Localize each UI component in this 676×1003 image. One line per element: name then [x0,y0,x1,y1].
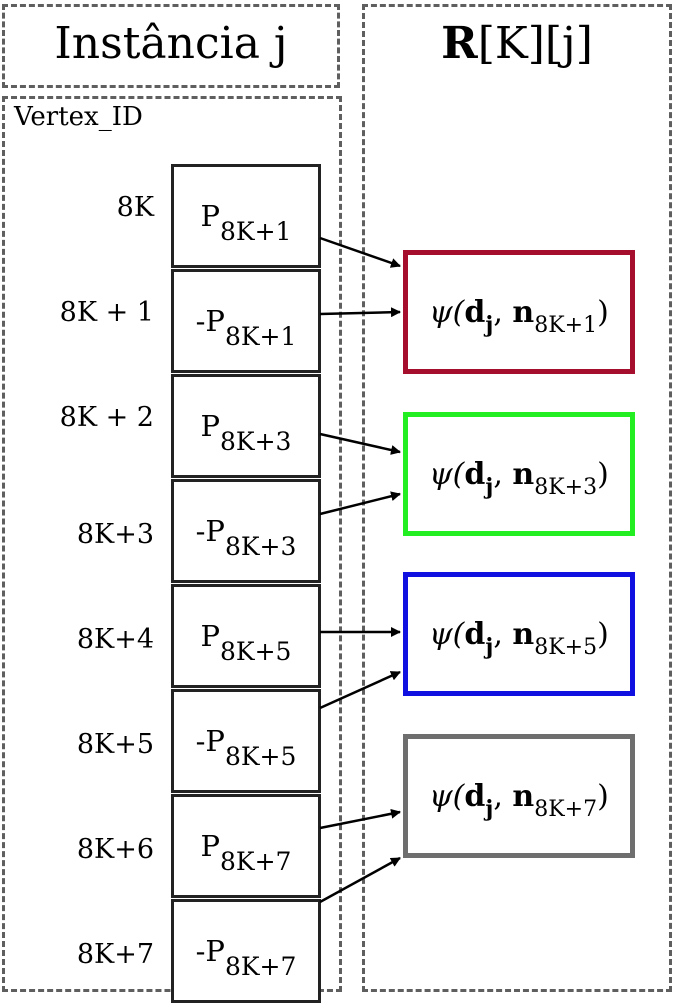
point-subscript: 8K+1 [224,322,297,351]
normal-subscript: 8K+3 [534,474,598,500]
vertex-index: 8K+6 [76,834,154,865]
point-box: P8K+7 [171,794,321,898]
formula-close: ) [597,616,609,652]
psi-box: ψ(dj, n8K+3) [403,412,635,536]
normal-subscript: 8K+5 [534,634,598,660]
point-symbol: P [200,829,221,863]
result-title: R[K][j] [362,18,672,69]
instance-title: Instância j [54,18,288,69]
point-subscript: 8K+5 [224,742,297,771]
point-box: -P8K+7 [171,899,321,1003]
result-title-bold: R [441,18,478,69]
vertex-index: 8K+7 [76,939,154,970]
connector-arrow [319,856,401,904]
psi-symbol: ψ( [429,294,465,330]
point-box: -P8K+5 [171,689,321,793]
point-label: -P8K+7 [195,934,297,981]
point-label: -P8K+3 [195,514,297,561]
point-box: -P8K+1 [171,269,321,373]
psi-box: ψ(dj, n8K+5) [403,572,635,696]
point-label: P8K+1 [200,199,292,246]
psi-symbol: ψ( [429,616,465,652]
normal-symbol: n [512,294,535,330]
point-symbol: P [200,619,221,653]
normal-symbol: n [512,616,535,652]
direction-subscript: j [485,795,494,822]
connector-arrow [319,670,401,710]
point-box: P8K+5 [171,584,321,688]
connector-arrow [319,808,401,830]
point-box: P8K+1 [171,164,321,268]
connector-arrow [319,432,401,455]
point-label: -P8K+5 [195,724,297,771]
point-symbol: P [200,199,221,233]
point-label: P8K+5 [200,619,292,666]
vertex-index: 8K+4 [76,624,154,655]
point-sign: - [195,514,206,548]
normal-subscript: 8K+7 [534,796,598,822]
point-symbol: P [200,409,221,443]
psi-box: ψ(dj, n8K+7) [403,734,635,858]
point-symbol: P [205,724,225,758]
direction-subscript: j [485,473,494,500]
vertex-id-label: Vertex_ID [14,102,143,132]
direction-subscript: j [485,633,494,660]
point-box: -P8K+3 [171,479,321,583]
psi-box: ψ(dj, n8K+1) [403,250,635,374]
psi-formula: ψ(dj, n8K+7) [429,778,609,822]
normal-symbol: n [512,456,535,492]
vertex-index: 8K + 2 [59,402,154,433]
direction-symbol: d [464,294,486,330]
formula-separator: , [493,778,513,814]
formula-separator: , [493,456,513,492]
point-symbol: P [205,514,225,548]
point-subscript: 8K+1 [220,217,292,246]
psi-formula: ψ(dj, n8K+5) [429,616,609,660]
vertex-index: 8K+5 [76,729,154,760]
point-label: P8K+7 [200,829,292,876]
point-subscript: 8K+3 [224,532,297,561]
connector-arrow [319,491,401,516]
point-label: -P8K+1 [195,304,297,351]
point-subscript: 8K+3 [220,427,292,456]
psi-symbol: ψ( [429,778,465,814]
point-subscript: 8K+7 [224,952,297,981]
point-sign: - [195,304,206,338]
formula-close: ) [597,456,609,492]
normal-symbol: n [512,778,535,814]
formula-close: ) [597,294,609,330]
result-title-rest: [K][j] [477,18,593,69]
direction-symbol: d [464,778,486,814]
point-subscript: 8K+5 [220,637,292,666]
point-symbol: P [205,934,225,968]
psi-formula: ψ(dj, n8K+1) [429,294,609,338]
formula-separator: , [493,294,513,330]
point-sign: - [195,724,206,758]
normal-subscript: 8K+1 [534,312,598,338]
vertex-index: 8K [116,192,154,223]
instance-title-frame [2,4,340,88]
direction-subscript: j [485,311,494,338]
point-label: P8K+3 [200,409,292,456]
point-box: P8K+3 [171,374,321,478]
point-sign: - [195,934,206,968]
point-subscript: 8K+7 [220,847,292,876]
formula-separator: , [493,616,513,652]
connector-arrow [319,236,401,268]
direction-symbol: d [464,456,486,492]
formula-close: ) [597,778,609,814]
vertex-index: 8K + 1 [59,297,154,328]
result-panel [362,4,672,992]
vertex-index: 8K+3 [76,519,154,550]
point-symbol: P [205,304,225,338]
psi-symbol: ψ( [429,456,465,492]
psi-formula: ψ(dj, n8K+3) [429,456,609,500]
connector-arrow [319,307,401,318]
direction-symbol: d [464,616,486,652]
